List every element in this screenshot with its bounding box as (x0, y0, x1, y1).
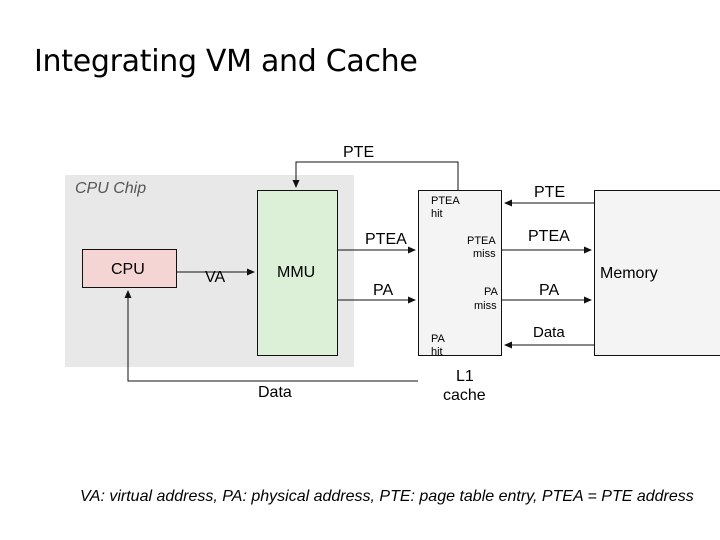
va-label: VA (205, 269, 226, 286)
l1-cache-label-line1: L1 (456, 368, 474, 385)
footnote: VA: virtual address, PA: physical addres… (80, 488, 694, 505)
cpu-box (82, 249, 177, 288)
l1-cache-box (418, 190, 502, 356)
data-mem-label: Data (533, 324, 565, 341)
mmu-label: MMU (277, 264, 316, 281)
pa-miss-label-2: miss (474, 300, 497, 312)
data-return-arrow (124, 290, 418, 382)
ptea-miss-label-2: miss (473, 248, 496, 260)
l1-cache-label-line2: cache (443, 387, 486, 404)
cpu-label: CPU (111, 261, 145, 278)
pa-mmu-label: PA (373, 282, 394, 299)
memory-box (594, 190, 720, 356)
data-return-label: Data (258, 384, 292, 401)
pa-hit-label-2: hit (431, 346, 443, 358)
ptea-hit-label-2: hit (431, 208, 443, 220)
pte-feedback-arrow (292, 161, 459, 190)
ptea-mmu-label: PTEA (365, 231, 407, 248)
memory-label: Memory (600, 265, 658, 282)
ptea-hit-label-1: PTEA (431, 195, 460, 207)
pte-top-label: PTE (343, 144, 375, 161)
pa-mem-label: PA (539, 282, 560, 299)
slide-title: Integrating VM and Cache (34, 44, 418, 79)
pa-hit-label-1: PA (431, 333, 445, 345)
pte-mem-label: PTE (534, 184, 566, 201)
mmu-box (257, 190, 338, 356)
ptea-miss-label-1: PTEA (467, 235, 496, 247)
ptea-mem-label: PTEA (528, 228, 570, 245)
pa-miss-label-1: PA (484, 286, 498, 298)
cpu-chip-label: CPU Chip (75, 180, 147, 197)
